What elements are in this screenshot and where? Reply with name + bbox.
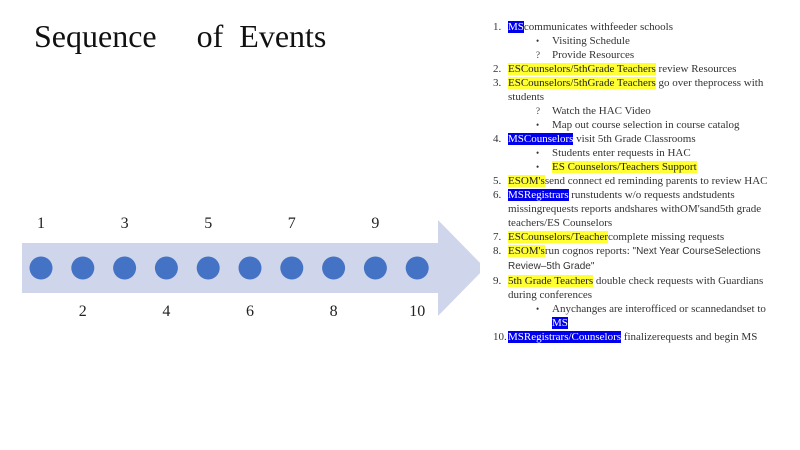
event-actor: MSCounselors — [508, 133, 574, 145]
timeline-number-top: 3 — [121, 215, 129, 232]
event-subitem: ? Provide Resources — [536, 48, 773, 62]
event-text: "Next Year CourseSelections Review–5th G… — [508, 246, 761, 272]
event-item: 1. MScommunicates withfeeder schools • Visi… — [493, 20, 773, 62]
event-number: 9. — [493, 275, 502, 287]
event-subitem: • Map out course selection in course cata… — [536, 118, 773, 132]
timeline-number-bottom: 4 — [162, 303, 170, 320]
event-actor: 5th Grade Teachers — [508, 275, 594, 287]
timeline-number-top: 1 — [37, 215, 45, 232]
event-actor: MSRegistrars — [508, 189, 569, 201]
timeline-number-top: 7 — [288, 215, 296, 232]
event-item: 9. 5th Grade Teachers double check reques… — [493, 274, 773, 330]
event-actor: ESCounselors/Teacher — [508, 231, 609, 243]
page-title: Sequence of Events — [34, 18, 327, 54]
bullet-icon: • — [536, 162, 540, 172]
timeline-diagram: 1 3 5 7 9 2 4 6 8 10 — [22, 215, 480, 320]
timeline-numbers: 1 3 5 7 9 2 4 6 8 10 — [37, 215, 425, 320]
event-actor: ESOM's — [508, 175, 545, 187]
events-list: 1.MScommunicates withfeeder schools•Visi… — [493, 20, 773, 344]
event-actor: MSRegistrars/Counselors — [508, 331, 622, 343]
timeline-dot — [238, 256, 262, 280]
event-text: runstudents w/o requests andstudents mis… — [508, 189, 762, 229]
event-subitem-text: Visiting Schedule — [552, 35, 630, 47]
event-number: 1. — [493, 21, 502, 33]
bullet-icon: ? — [536, 50, 540, 60]
event-number: 5. — [493, 175, 502, 187]
event-number: 6. — [493, 189, 502, 201]
event-subitems: • Visiting Schedule? Provide Resources — [508, 34, 773, 62]
event-text: complete missing requests — [608, 231, 725, 243]
event-text: go over theprocess with students — [508, 77, 764, 103]
event-item: 2. ESCounselors/5thGrade Teachers review … — [493, 62, 773, 76]
timeline-dot — [322, 256, 346, 280]
timeline-dot — [29, 256, 53, 280]
event-actor: ESCounselors/5thGrade Teachers — [508, 63, 656, 75]
event-text: visit 5th Grade Classrooms — [573, 133, 696, 145]
event-subitem: • Students enter requests in HAC — [536, 146, 773, 160]
event-subitem-text: Provide Resources — [552, 49, 635, 61]
timeline-number-bottom: 2 — [79, 303, 87, 320]
bullet-icon: • — [536, 148, 540, 158]
bullet-icon: ? — [536, 106, 540, 116]
bullet-icon: • — [536, 304, 540, 314]
event-subitems: • Anychanges are interofficed or scanneda… — [508, 302, 773, 330]
timeline-number-top: 5 — [204, 215, 212, 232]
event-item: 8. ESOM'srun cognos reports: "Next Year C… — [493, 244, 773, 274]
event-number: 7. — [493, 231, 502, 243]
event-item: 7. ESCounselors/Teachercomplete missing r… — [493, 230, 773, 244]
bullet-icon: • — [536, 36, 540, 46]
event-number: 8. — [493, 245, 502, 257]
event-item: 3. ESCounselors/5thGrade Teachers go over… — [493, 76, 773, 132]
timeline-number-top: 9 — [371, 215, 379, 232]
bullet-icon: • — [536, 120, 540, 130]
event-actor: ESOM's — [508, 245, 545, 257]
timeline-dot — [363, 256, 387, 280]
timeline-dot — [154, 256, 178, 280]
event-actor: ESCounselors/5thGrade Teachers — [508, 77, 656, 89]
event-text: review Resources — [655, 63, 737, 75]
event-actor: MS — [508, 21, 524, 33]
event-text: finalizerequests and begin MS — [621, 331, 758, 343]
event-number: 2. — [493, 63, 502, 75]
event-actor: MS — [552, 317, 568, 329]
event-number: 10. — [493, 331, 507, 343]
timeline-dot — [71, 256, 95, 280]
timeline-number-bottom: 10 — [409, 303, 425, 320]
event-number: 3. — [493, 77, 502, 89]
timeline-number-bottom: 6 — [246, 303, 254, 320]
event-subitems: ? Watch the HAC Video • Map out course sele… — [508, 104, 773, 132]
event-number: 4. — [493, 133, 502, 145]
event-text: send connect ed reminding parents to rev… — [544, 175, 768, 187]
timeline-dot — [280, 256, 304, 280]
event-subitem-text: Anychanges are interofficed or scannedan… — [552, 303, 766, 315]
event-item: 5. ESOM'ssend connect ed reminding parent… — [493, 174, 773, 188]
event-subitem-text: ES Counselors/Teachers Support — [552, 161, 697, 173]
event-subitem-text: Map out course selection in course catal… — [552, 119, 740, 131]
event-text: double check requests with Guardians dur… — [508, 275, 764, 301]
timeline-dots — [29, 256, 429, 280]
event-text: communicates withfeeder schools — [523, 21, 673, 33]
timeline-dot — [113, 256, 137, 280]
event-subitems: • Students enter requests in HAC • ES Couns… — [508, 146, 773, 174]
timeline-dot — [196, 256, 220, 280]
event-item: 10.MSRegistrars/Counselors finalizereque… — [493, 330, 773, 344]
event-subitem: ? Watch the HAC Video — [536, 104, 773, 118]
event-subitem: • ES Counselors/Teachers Support — [536, 160, 773, 174]
event-subitem: • Anychanges are interofficed or scanneda… — [536, 302, 773, 330]
event-item: 4. MSCounselors visit 5th Grade Classroom… — [493, 132, 773, 174]
event-subitem: • Visiting Schedule — [536, 34, 773, 48]
event-text: run cognos reports: — [544, 245, 633, 257]
timeline-dot — [405, 256, 429, 280]
timeline-number-bottom: 8 — [330, 303, 338, 320]
event-subitem-text: Students enter requests in HAC — [552, 147, 691, 159]
event-subitem-text: Watch the HAC Video — [552, 105, 651, 117]
event-item: 6. MSRegistrars runstudents w/o requests … — [493, 188, 773, 230]
